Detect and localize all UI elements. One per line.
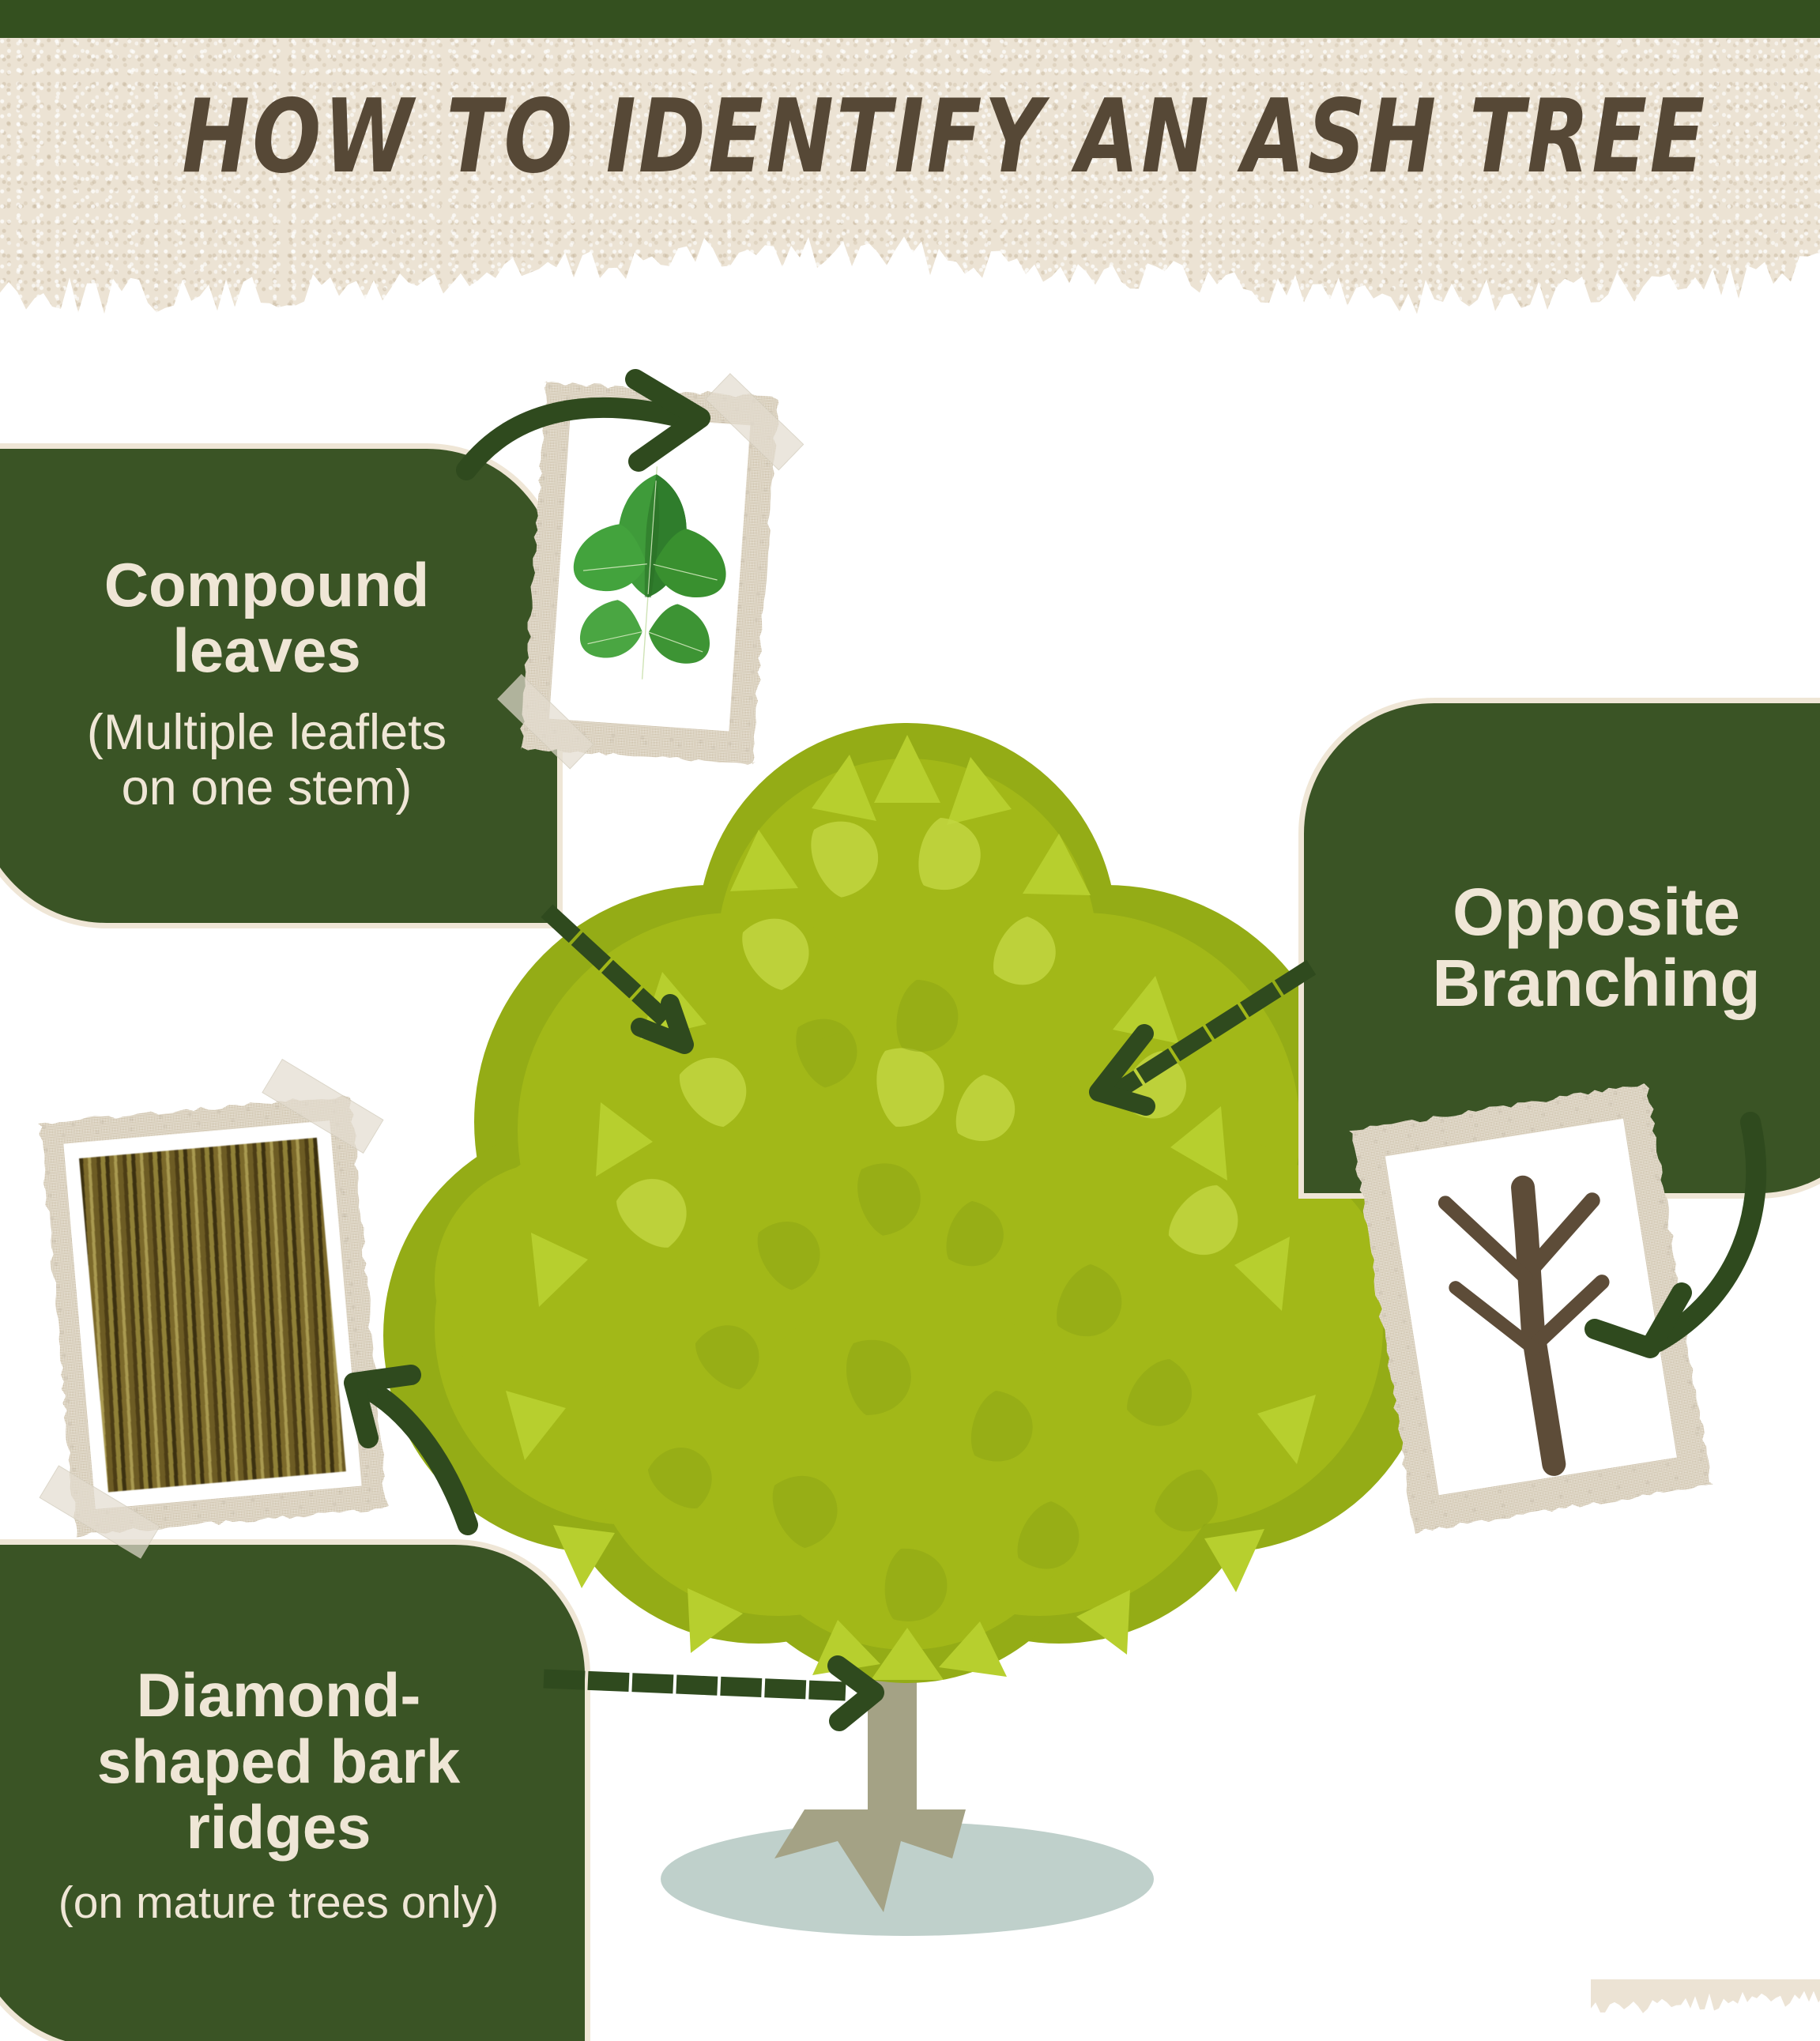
callout-title: Opposite Branching [1432,875,1761,1020]
callout-title: Diamond- shaped bark ridges [96,1660,461,1862]
torn-paper-header [0,38,1820,354]
bark-texture-photo [79,1137,346,1493]
compound-leaf-icon [573,466,726,680]
torn-paper-scrap [1591,1979,1820,2041]
card-photo-window [63,1120,362,1509]
callout-subtitle: (Multiple leaflets on one stem) [86,704,447,816]
photo-card-bark[interactable] [37,1058,390,1559]
callout-diamond-bark-ridges[interactable]: Diamond- shaped bark ridges (on mature t… [0,1545,585,2041]
page-title: HOW TO IDENTIFY AN ASH TREE [182,78,1708,196]
photo-card-leaf[interactable] [497,373,804,770]
top-color-band [0,0,1820,38]
header-paper-texture [0,38,1820,354]
callout-title: Compound leaves [104,550,430,686]
card-photo-window [548,412,751,732]
tree-canopy [383,723,1434,1683]
photo-card-branching[interactable] [1348,1081,1714,1535]
callout-compound-leaves[interactable]: Compound leaves (Multiple leaflets on on… [0,449,557,923]
callout-subtitle: (on mature trees only) [58,1877,499,1928]
